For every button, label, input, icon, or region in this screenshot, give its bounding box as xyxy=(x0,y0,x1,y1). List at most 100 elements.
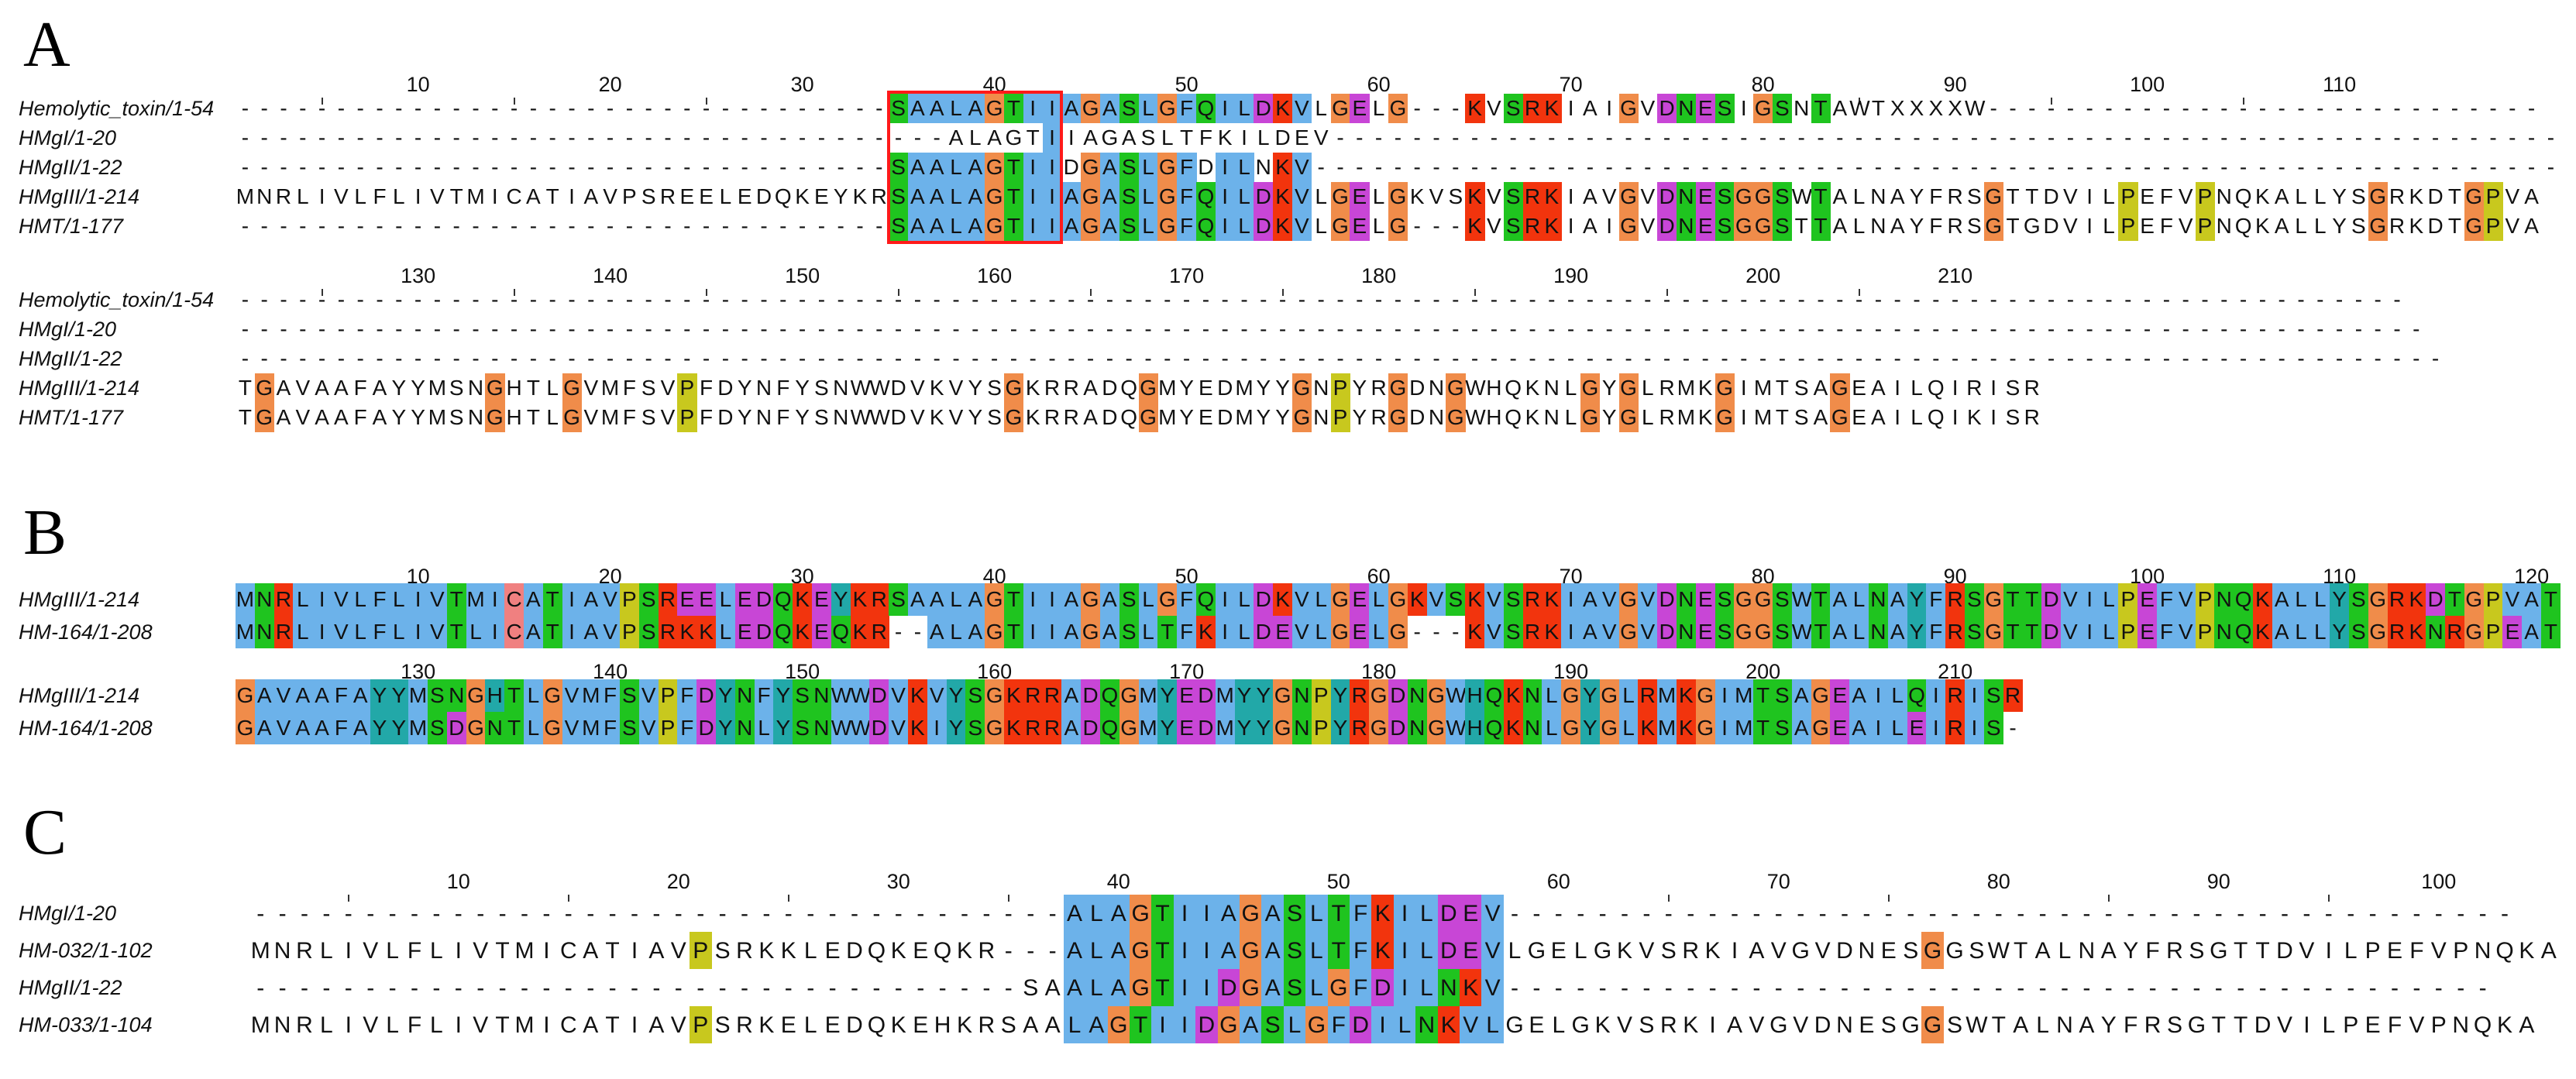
residue: - xyxy=(1893,287,1901,311)
residue: - xyxy=(1336,125,1344,149)
residue: - xyxy=(1298,317,1306,341)
residue: E xyxy=(1352,620,1367,644)
residue: - xyxy=(2489,96,2497,120)
residue: - xyxy=(2450,125,2459,149)
residue: - xyxy=(1598,975,1607,1001)
residue: - xyxy=(645,155,652,179)
residue: W xyxy=(1446,716,1467,740)
residue: G xyxy=(1389,184,1407,208)
residue: V xyxy=(564,683,580,707)
residue: A xyxy=(2034,938,2051,964)
residue: I xyxy=(318,620,325,644)
residue-highlight xyxy=(2464,211,2485,241)
residue: D xyxy=(1198,683,1214,707)
residue: Y xyxy=(1236,716,1252,740)
residue: S xyxy=(1023,975,1039,1001)
residue: I xyxy=(543,938,550,964)
residue: Y xyxy=(1352,405,1367,429)
residue: - xyxy=(2143,96,2151,120)
residue: I xyxy=(2086,587,2093,611)
residue: A xyxy=(1083,376,1098,400)
residue: - xyxy=(2316,317,2324,341)
residue: - xyxy=(1317,346,1325,370)
residue-highlight xyxy=(485,583,505,616)
residue-highlight xyxy=(1273,94,1293,123)
residue: L xyxy=(393,620,405,644)
residue: M xyxy=(466,184,485,208)
residue: - xyxy=(2220,96,2228,120)
residue: - xyxy=(299,346,307,370)
residue: I xyxy=(1203,938,1210,964)
residue: - xyxy=(1086,346,1095,370)
residue: - xyxy=(1452,125,1460,149)
residue: D xyxy=(1836,938,1853,964)
residue: T xyxy=(1155,975,1170,1001)
residue: I xyxy=(414,620,421,644)
residue: - xyxy=(2470,96,2478,120)
residue: S xyxy=(1121,214,1137,238)
residue: T xyxy=(2234,1012,2248,1038)
residue-highlight xyxy=(1830,403,1850,432)
residue: - xyxy=(410,975,418,1001)
residue: S xyxy=(1986,716,2001,740)
residue: L xyxy=(2103,184,2115,208)
residue: - xyxy=(606,346,614,370)
residue: - xyxy=(568,317,576,341)
residue: - xyxy=(917,901,925,926)
residue: V xyxy=(1639,938,1655,964)
residue: L xyxy=(1238,214,1250,238)
sequence-name: HMgIII/1-214 xyxy=(19,376,140,400)
residue: G xyxy=(1131,938,1150,964)
residue-highlight xyxy=(1196,182,1216,211)
residue: - xyxy=(241,125,249,149)
residue: K xyxy=(1275,214,1290,238)
residue: I xyxy=(1894,405,1901,429)
residue-highlight xyxy=(1042,123,1062,153)
residue: E xyxy=(1697,620,1713,644)
residue: F xyxy=(1929,620,1943,644)
residue: N xyxy=(1294,716,1310,740)
residue: G xyxy=(1901,1012,1920,1038)
residue: - xyxy=(2047,317,2055,341)
residue: - xyxy=(779,155,787,179)
residue: T xyxy=(495,1012,510,1038)
residue: N xyxy=(833,405,849,429)
residue-highlight xyxy=(1753,94,1773,123)
residue: Q xyxy=(867,1012,886,1038)
residue: R xyxy=(659,620,676,644)
residue: P xyxy=(2120,587,2136,611)
residue: - xyxy=(299,96,307,120)
residue: - xyxy=(741,287,748,311)
residue: I xyxy=(1971,716,1978,740)
residue-highlight xyxy=(889,182,909,211)
residue: - xyxy=(779,214,787,238)
residue: R xyxy=(736,1012,753,1038)
ruler-tick xyxy=(897,289,899,296)
residue: - xyxy=(933,125,941,149)
residue: - xyxy=(2278,317,2285,341)
residue: E xyxy=(1179,683,1194,707)
residue: - xyxy=(2009,716,2017,740)
residue: D xyxy=(1255,184,1271,208)
residue: - xyxy=(2182,317,2189,341)
residue: L xyxy=(1310,901,1323,926)
residue: - xyxy=(1797,975,1805,1001)
residue: F xyxy=(373,587,387,611)
residue-highlight xyxy=(1215,153,1236,182)
residue: - xyxy=(856,346,864,370)
residue: - xyxy=(875,346,883,370)
residue: D xyxy=(871,683,887,707)
residue: I xyxy=(1721,683,1728,707)
residue: - xyxy=(741,125,748,149)
residue: H xyxy=(487,683,503,707)
residue: G xyxy=(1241,901,1260,926)
residue-highlight xyxy=(1042,211,1062,241)
residue: G xyxy=(1158,214,1176,238)
residue: - xyxy=(2478,901,2487,926)
residue: T xyxy=(1331,901,1346,926)
residue: Y xyxy=(1256,683,1271,707)
residue: R xyxy=(2024,405,2040,429)
residue: I xyxy=(1721,716,1728,740)
residue: I xyxy=(2086,620,2093,644)
residue: L xyxy=(1420,901,1433,926)
